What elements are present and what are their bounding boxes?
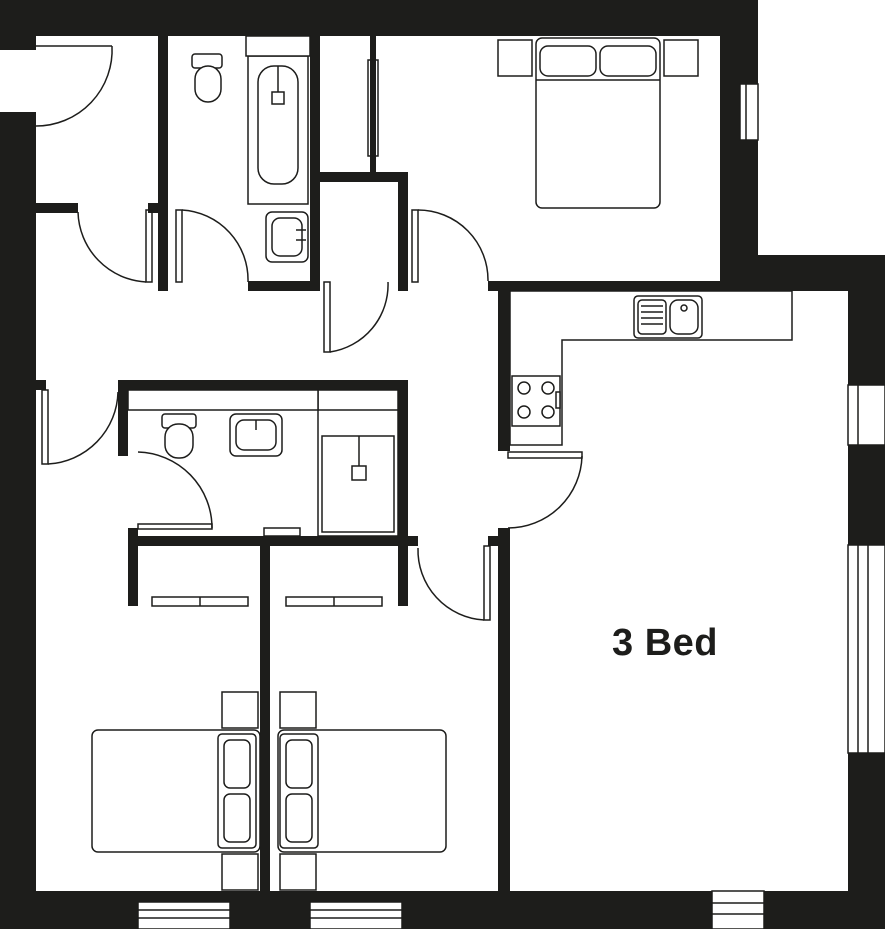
doors (35, 45, 583, 621)
twin-bed-right (277, 691, 447, 891)
basin-main (265, 211, 309, 263)
kitchen-sink (633, 295, 703, 339)
bath (247, 55, 309, 205)
twin-bed-left (91, 691, 261, 891)
toilet-main (191, 53, 223, 103)
hob (511, 375, 561, 427)
basin-ensuite (229, 413, 283, 457)
unit-type-label: 3 Bed (612, 622, 718, 664)
shower (317, 389, 399, 537)
toilet-ensuite (161, 413, 197, 459)
double-bed (497, 37, 699, 209)
windows (137, 83, 885, 929)
